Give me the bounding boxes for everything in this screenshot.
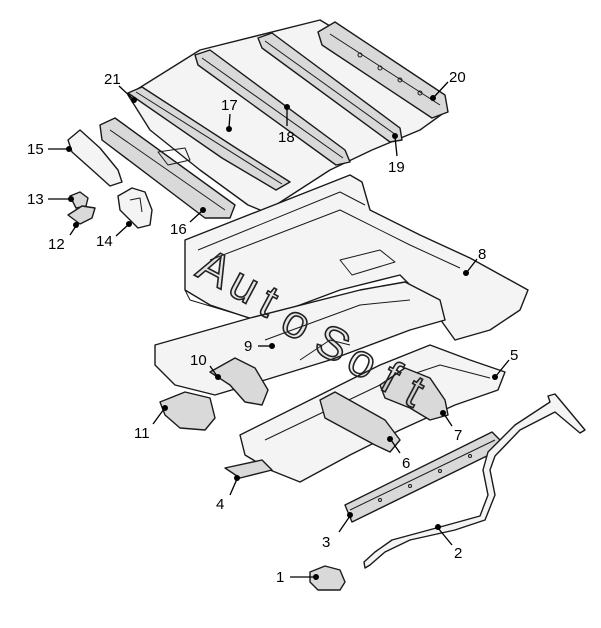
callouts: 1 2 3 4 5 6 7 — [27, 69, 518, 586]
callout-20: 20 — [430, 69, 466, 101]
callout-2: 2 — [435, 524, 462, 562]
callout-11: 11 — [134, 405, 168, 442]
rear-roof-header — [317, 21, 449, 119]
roof-bow-front — [127, 86, 291, 191]
trim-piece-15 — [67, 129, 123, 187]
windshield-header — [99, 117, 236, 219]
crossmember-10 — [209, 357, 269, 406]
callout-16: 16 — [170, 207, 206, 238]
callout-17: 17 — [221, 97, 238, 132]
callout-9: 9 — [244, 338, 275, 355]
bracket-12 — [67, 205, 96, 225]
callout-label: 8 — [478, 246, 486, 263]
callout-label: 6 — [402, 455, 410, 472]
callout-6: 6 — [387, 436, 410, 472]
callout-21: 21 — [104, 71, 137, 103]
callout-8: 8 — [463, 246, 486, 276]
callout-label: 1 — [276, 569, 284, 586]
callout-5: 5 — [492, 347, 518, 380]
callout-label: 19 — [388, 159, 405, 176]
roof-bow-18 — [257, 32, 403, 143]
callout-label: 3 — [322, 534, 330, 551]
callout-label: 18 — [278, 129, 295, 146]
release-cable — [363, 393, 586, 569]
callout-label: 2 — [454, 545, 462, 562]
bracket-13 — [69, 191, 89, 209]
callout-label: 13 — [27, 191, 44, 208]
callout-4: 4 — [216, 475, 240, 513]
callout-label: 5 — [510, 347, 518, 364]
callout-label: 14 — [96, 233, 113, 250]
callout-13: 13 — [27, 191, 74, 208]
callout-label: 21 — [104, 71, 121, 88]
callout-3: 3 — [322, 512, 353, 551]
bracket-14 — [117, 187, 153, 229]
callout-12: 12 — [48, 222, 79, 253]
callout-14: 14 — [96, 221, 132, 250]
callout-18: 18 — [278, 104, 295, 146]
callout-10: 10 — [190, 352, 221, 380]
callout-label: 17 — [221, 97, 238, 114]
callout-label: 11 — [134, 425, 150, 442]
callout-label: 9 — [244, 338, 252, 355]
sill-piece-4 — [224, 459, 273, 479]
bracket-11 — [159, 391, 216, 431]
callout-label: 16 — [170, 221, 187, 238]
callout-label: 4 — [216, 496, 224, 513]
callout-label: 12 — [48, 236, 65, 253]
callout-19: 19 — [388, 133, 405, 176]
callout-15: 15 — [27, 141, 72, 158]
seat-bracket-7 — [379, 367, 449, 421]
latch-1 — [309, 565, 346, 591]
callout-label: 10 — [190, 352, 207, 369]
callout-label: 7 — [454, 427, 462, 444]
roof-bow-17 — [194, 49, 351, 166]
callout-label: 20 — [449, 69, 466, 86]
callout-7: 7 — [440, 410, 462, 444]
callout-label: 15 — [27, 141, 44, 158]
rear-floor-pan — [184, 174, 529, 341]
callout-1: 1 — [276, 569, 319, 586]
